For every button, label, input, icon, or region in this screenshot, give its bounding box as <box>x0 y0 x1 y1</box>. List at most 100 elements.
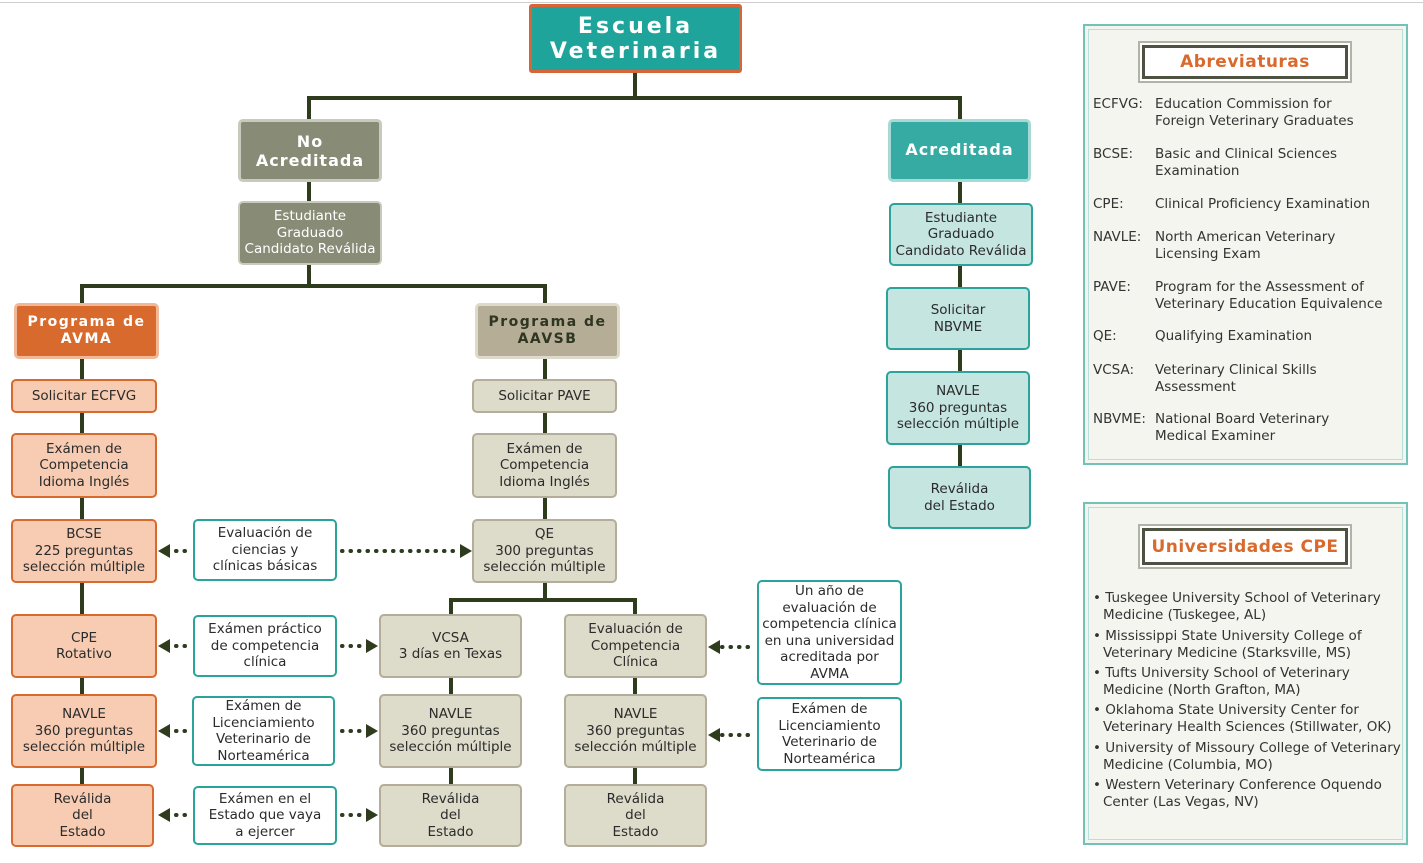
aavsb-step: QE 300 preguntas selección múltiple <box>472 519 617 583</box>
avma-step-label: Solicitar ECFVG <box>31 387 137 404</box>
university-item: • Tufts University School of Veterinary … <box>1093 665 1350 698</box>
university-name: Western Veterinary Conference Oquendo Ce… <box>1103 777 1382 810</box>
arrow-left <box>158 639 170 653</box>
university-name: Oklahoma State University Center for Vet… <box>1103 702 1392 735</box>
title-box: Escuela Veterinaria <box>529 4 742 73</box>
top-rule <box>0 2 1423 3</box>
acreditada-box: Acreditada <box>888 119 1031 182</box>
universidades-title: Universidades CPE <box>1142 528 1348 565</box>
connector-estudiante-aavsb <box>309 284 547 306</box>
abreviaturas-panel: Abreviaturas ECFVG:Education Commission … <box>1083 24 1408 465</box>
university-item: • University of Missoury College of Vete… <box>1093 740 1401 773</box>
university-name: University of Missoury College of Veteri… <box>1103 740 1401 773</box>
arrow-left <box>708 728 720 742</box>
connector-estudiante-programs <box>80 263 311 306</box>
note-licenciamiento: Exámen de Licenciamiento Veterinario de … <box>192 696 335 766</box>
arrow-left <box>158 724 170 738</box>
university-item: • Tuskegee University School of Veterina… <box>1093 590 1381 623</box>
eval-competencia-box: Evaluación de Competencia Clínica <box>564 614 707 678</box>
avma-step: Solicitar ECFVG <box>11 379 157 413</box>
universidades-title-text: Universidades CPE <box>1151 536 1339 557</box>
aavsb-revalida-left: Reválida del Estado <box>379 784 522 847</box>
aavsb-step: Exámen de Competencia Idioma Inglés <box>472 433 617 498</box>
estudiante-box-acreditada: Estudiante Graduado Candidato Reválida <box>889 203 1033 266</box>
arrow-right <box>460 544 472 558</box>
aavsb-navle-left: NAVLE 360 preguntas selección múltiple <box>379 694 522 768</box>
no-acreditada-box: No Acreditada <box>238 119 382 182</box>
aavsb-left-label: NAVLE 360 preguntas selección múltiple <box>389 706 512 756</box>
abbr-key: PAVE: <box>1093 279 1131 295</box>
connector-title-split <box>307 72 637 122</box>
arrow-left <box>158 544 170 558</box>
abbr-value: Basic and Clinical Sciences Examination <box>1155 146 1338 179</box>
aavsb-header-label: Programa de AAVSB <box>488 314 607 347</box>
avma-step: CPE Rotativo <box>11 614 157 678</box>
abbr-value: Program for the Assessment of Veterinary… <box>1155 279 1383 312</box>
no-acreditada-label: No Acreditada <box>255 131 365 170</box>
aavsb-right-label: Reválida del Estado <box>606 790 665 840</box>
aavsb-step: Solicitar PAVE <box>472 379 617 413</box>
avma-step-label: BCSE 225 preguntas selección múltiple <box>22 526 146 576</box>
avma-step: Exámen de Competencia Idioma Inglés <box>11 433 157 498</box>
aavsb-left-label: Reválida del Estado <box>421 790 480 840</box>
university-item: • Mississippi State University College o… <box>1093 628 1362 661</box>
abbr-value: Veterinary Clinical Skills Assessment <box>1155 362 1317 395</box>
connector-title-acreditada <box>635 96 962 122</box>
abbr-key: CPE: <box>1093 196 1124 212</box>
abbr-value: National Board Veterinary Medical Examin… <box>1155 411 1330 444</box>
connector-qe-split <box>449 582 547 616</box>
arrow-right <box>366 639 378 653</box>
note-label: Exámen de Licenciamiento Veterinario de … <box>212 698 315 764</box>
university-name: Tufts University School of Veterinary Me… <box>1103 665 1350 698</box>
note-ciencias: Evaluación de ciencias y clínicas básica… <box>193 519 337 581</box>
acred-step: NAVLE 360 preguntas selección múltiple <box>886 371 1030 445</box>
note-label: Exámen de Licenciamiento Veterinario de … <box>778 701 881 767</box>
avma-step-label: Exámen de Competencia Idioma Inglés <box>38 440 130 490</box>
avma-header: Programa de AVMA <box>14 303 159 359</box>
note-estado: Exámen en el Estado que vaya a ejercer <box>193 786 337 845</box>
estudiante-label: Estudiante Graduado Candidato Reválida <box>895 209 1027 259</box>
aavsb-step-label: Solicitar PAVE <box>498 387 591 404</box>
aavsb-right-label: NAVLE 360 preguntas selección múltiple <box>574 706 697 756</box>
avma-step: BCSE 225 preguntas selección múltiple <box>11 519 157 583</box>
estudiante-label: Estudiante Graduado Candidato Reválida <box>244 208 376 258</box>
note-licenciamiento-2: Exámen de Licenciamiento Veterinario de … <box>757 697 902 771</box>
title-text: Escuela Veterinaria <box>549 13 722 64</box>
abbr-key: VCSA: <box>1093 362 1135 378</box>
note-practico: Exámen práctico de competencia clínica <box>193 615 337 677</box>
arrow-right <box>366 724 378 738</box>
abbr-key: BCSE: <box>1093 146 1134 162</box>
university-name: Tuskegee University School of Veterinary… <box>1103 590 1381 623</box>
university-item: • Oklahoma State University Center for V… <box>1093 702 1392 735</box>
arrow-left <box>708 640 720 654</box>
avma-step: Reválida del Estado <box>11 784 154 847</box>
note-label: Exámen en el Estado que vaya a ejercer <box>208 790 322 840</box>
university-item: • Western Veterinary Conference Oquendo … <box>1093 777 1382 810</box>
aavsb-left-label: VCSA 3 días en Texas <box>398 629 503 663</box>
abreviaturas-title-text: Abreviaturas <box>1180 52 1310 72</box>
avma-step-label: NAVLE 360 preguntas selección múltiple <box>22 706 146 756</box>
acred-step: Solicitar NBVME <box>886 287 1030 350</box>
abbr-value: North American Veterinary Licensing Exam <box>1155 229 1336 262</box>
note-anio: Un año de evaluación de competencia clín… <box>757 580 902 685</box>
acred-step-label: Solicitar NBVME <box>930 302 986 335</box>
acred-step-label: NAVLE 360 preguntas selección múltiple <box>896 383 1020 433</box>
abbr-key: NBVME: <box>1093 411 1146 427</box>
estudiante-box-no-acreditada: Estudiante Graduado Candidato Reválida <box>238 201 382 265</box>
note-label: Evaluación de ciencias y clínicas básica… <box>212 525 318 575</box>
aavsb-navle-right: NAVLE 360 preguntas selección múltiple <box>564 694 707 768</box>
abbr-key: ECFVG: <box>1093 96 1143 112</box>
arrow-left <box>158 808 170 822</box>
abbr-key: NAVLE: <box>1093 229 1142 245</box>
note-label: Exámen práctico de competencia clínica <box>208 621 322 671</box>
university-name: Mississippi State University College of … <box>1103 628 1362 661</box>
acred-step: Reválida del Estado <box>888 466 1031 529</box>
acreditada-label: Acreditada <box>905 140 1014 160</box>
note-label: Un año de evaluación de competencia clín… <box>762 583 897 682</box>
avma-step-label: CPE Rotativo <box>56 629 112 663</box>
abbr-value: Qualifying Examination <box>1155 328 1313 344</box>
arrow-right <box>366 808 378 822</box>
universidades-panel: Universidades CPE • Tuskegee University … <box>1083 502 1408 845</box>
acred-step-label: Reválida del Estado <box>924 481 995 514</box>
avma-header-label: Programa de AVMA <box>27 314 146 347</box>
